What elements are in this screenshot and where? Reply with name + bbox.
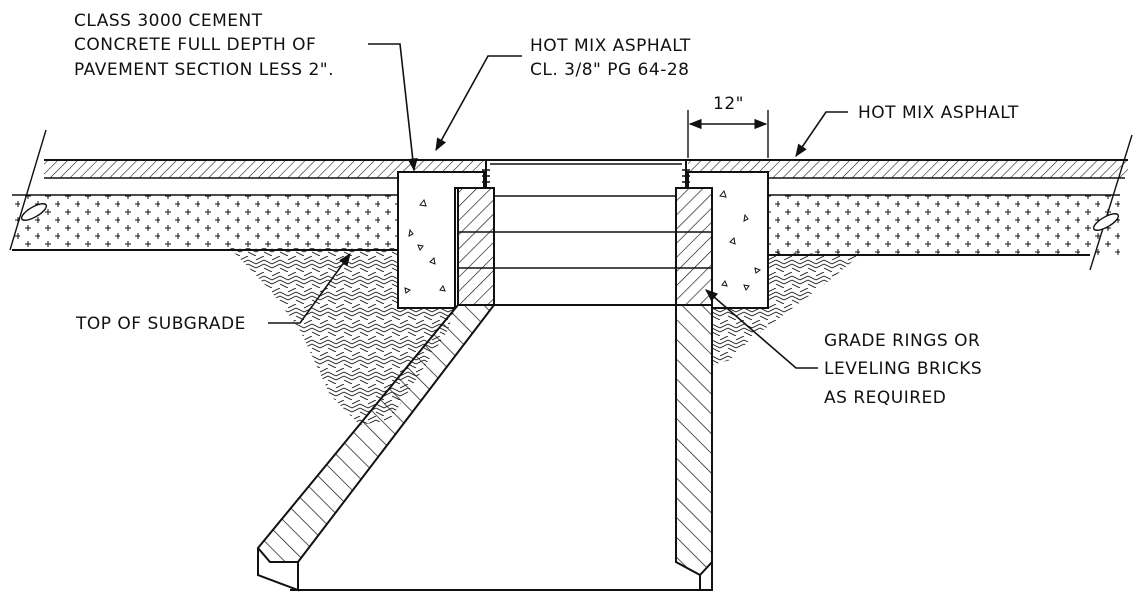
manhole-frame <box>478 159 694 189</box>
grade-rings-label-line2: LEVELING BRICKS <box>824 359 982 379</box>
subgrade-label: TOP OF SUBGRADE <box>75 314 246 334</box>
concrete-collar-left <box>397 171 485 309</box>
concrete-leader <box>368 43 418 172</box>
hma-class-label-line1: HOT MIX ASPHALT <box>530 36 691 56</box>
hma-right-label: HOT MIX ASPHALT <box>858 103 1019 123</box>
annotation-leaders <box>268 43 848 369</box>
grade-rings <box>457 187 713 306</box>
break-symbol-right <box>1092 213 1120 231</box>
grade-rings-leader <box>705 289 818 369</box>
grade-rings-label-line3: AS REQUIRED <box>824 388 946 408</box>
break-symbol-left <box>20 203 48 221</box>
annotation-text: CLASS 3000 CEMENT CONCRETE FULL DEPTH OF… <box>74 11 1019 408</box>
base-course-layer <box>9 129 1133 271</box>
dimension-label: 12" <box>713 94 744 114</box>
concrete-label-line3: PAVEMENT SECTION LESS 2". <box>74 60 334 80</box>
concrete-label-line1: CLASS 3000 CEMENT <box>74 11 263 31</box>
hma-class-label-line2: CL. 3/8" PG 64-28 <box>530 60 689 80</box>
hma-right-leader <box>795 111 848 158</box>
asphalt-surface <box>44 159 1128 179</box>
concrete-label-line2: CONCRETE FULL DEPTH OF <box>74 35 316 55</box>
eccentric-cone <box>256 196 713 592</box>
subgrade-leader <box>268 252 351 324</box>
hma-class-leader <box>435 55 522 152</box>
grade-rings-label-line1: GRADE RINGS OR <box>824 331 980 351</box>
